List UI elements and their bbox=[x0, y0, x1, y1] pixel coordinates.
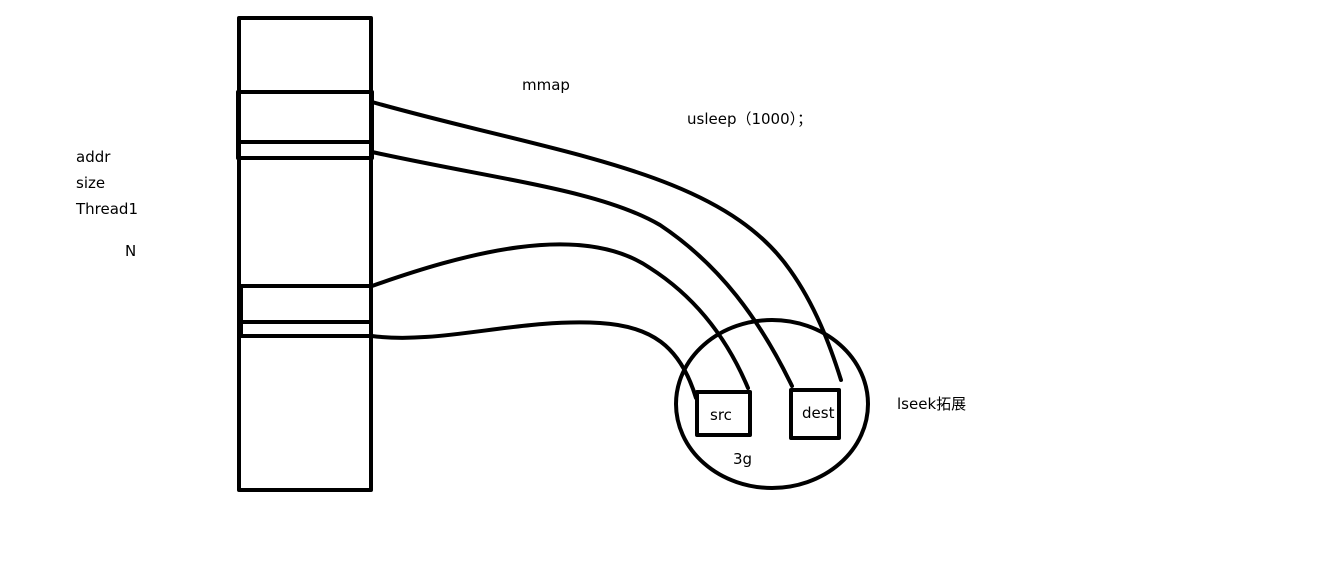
mapping-curve-4 bbox=[370, 320, 698, 400]
mapping-curve-1 bbox=[370, 100, 843, 382]
file-size-label: 3g bbox=[733, 450, 753, 468]
n-label: N bbox=[125, 242, 137, 260]
src-box bbox=[695, 390, 752, 437]
dest-label: dest bbox=[802, 404, 835, 422]
size-label: size bbox=[76, 174, 106, 192]
src-label: src bbox=[710, 406, 732, 424]
usleep-label: usleep（1000）； bbox=[687, 110, 813, 128]
mapped-region-top-b bbox=[236, 140, 374, 160]
addr-label: addr bbox=[76, 148, 111, 166]
lseek-label: lseek拓展 bbox=[897, 395, 967, 413]
mapped-region-top-a bbox=[236, 90, 374, 144]
mapped-region-bottom-a bbox=[239, 284, 373, 324]
dest-box bbox=[789, 388, 841, 440]
file-ellipse bbox=[674, 318, 870, 490]
memory-column bbox=[237, 16, 373, 492]
thread-label: Thread1 bbox=[76, 200, 138, 218]
mapping-curve-3 bbox=[370, 242, 750, 390]
mapped-region-bottom-b bbox=[239, 320, 373, 338]
mmap-label: mmap bbox=[522, 76, 570, 94]
mapping-curve-2 bbox=[370, 150, 794, 388]
